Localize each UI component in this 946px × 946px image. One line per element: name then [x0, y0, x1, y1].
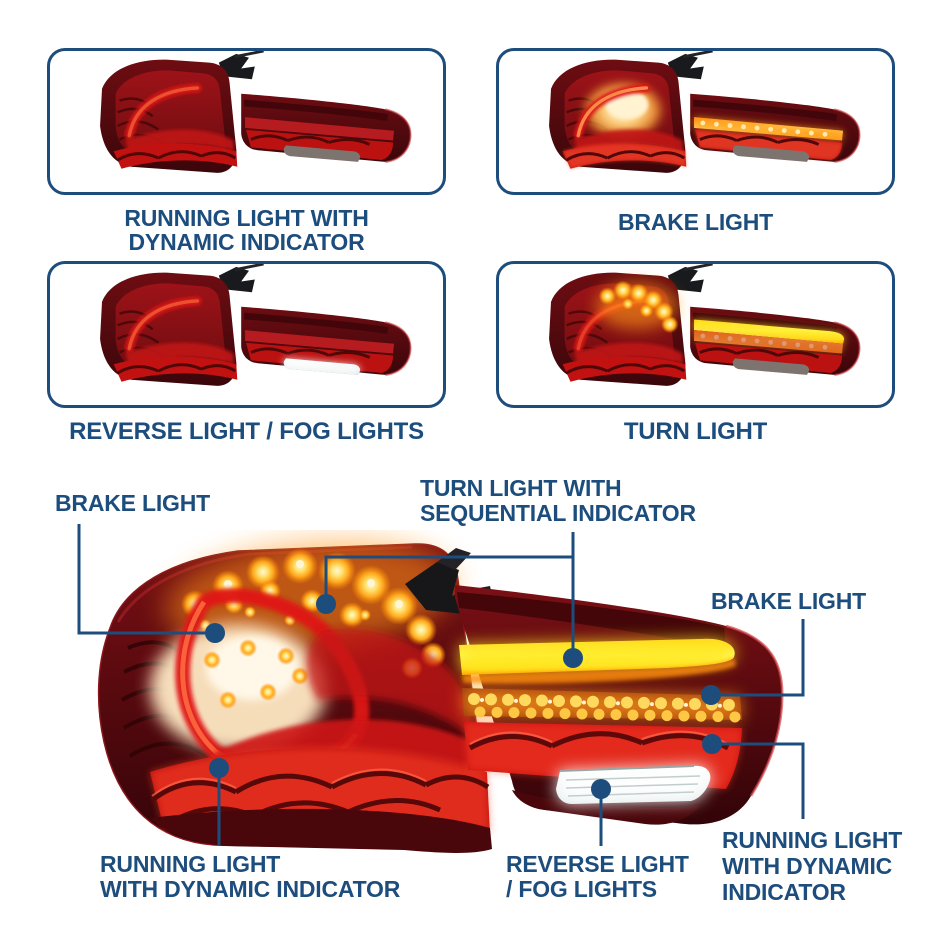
tail-light-photo-running-light	[64, 51, 432, 192]
gallery-caption-running-light: RUNNING LIGHT WITH DYNAMIC INDICATOR	[47, 206, 446, 254]
callout-line-text: TURN LIGHT WITH	[420, 475, 622, 501]
callout-line-text: BRAKE LIGHT	[55, 490, 210, 516]
callout-label-brake-light-right: BRAKE LIGHT	[711, 589, 866, 614]
callout-line-text: WITH DYNAMIC	[722, 853, 893, 879]
callout-line-text: INDICATOR	[722, 879, 846, 905]
caption-line: RUNNING LIGHT WITH	[124, 205, 369, 231]
gallery-caption-turn-light: TURN LIGHT	[496, 420, 895, 444]
callout-label-running-light-left: RUNNING LIGHT WITH DYNAMIC INDICATOR	[100, 852, 400, 902]
tail-light-illustration	[549, 264, 861, 386]
tail-light-photo-turn-light	[513, 264, 881, 405]
tail-light-illustration	[100, 264, 412, 386]
gallery-caption-brake-light: BRAKE LIGHT	[496, 210, 895, 234]
callout-label-turn-sequential: TURN LIGHT WITH SEQUENTIAL INDICATOR	[420, 476, 696, 526]
callout-line-text: WITH DYNAMIC INDICATOR	[100, 876, 401, 902]
callout-label-reverse-fog: REVERSE LIGHT / FOG LIGHTS	[506, 852, 689, 902]
tail-light-illustration	[100, 51, 412, 173]
tail-light-illustration	[549, 51, 861, 173]
caption-line: BRAKE LIGHT	[618, 209, 773, 235]
callout-line-text: / FOG LIGHTS	[506, 876, 657, 902]
gallery-box-brake-light	[496, 48, 895, 195]
gallery-box-reverse-fog-light	[47, 261, 446, 408]
diagram-photo-tail-light-closeup	[97, 539, 784, 853]
callout-line-text: REVERSE LIGHT	[506, 851, 689, 877]
callout-label-running-light-right: RUNNING LIGHT WITH DYNAMIC INDICATOR	[722, 827, 902, 905]
gallery-caption-reverse-fog-light: REVERSE LIGHT / FOG LIGHTS	[47, 420, 446, 444]
callout-label-brake-light-left: BRAKE LIGHT	[55, 491, 210, 516]
tail-light-photo-brake-light	[513, 51, 881, 192]
callout-line-text: RUNNING LIGHT	[722, 827, 903, 853]
caption-line: TURN LIGHT	[623, 418, 768, 445]
callout-line-text: BRAKE LIGHT	[711, 588, 866, 614]
caption-line: REVERSE LIGHT / FOG LIGHTS	[69, 418, 424, 445]
gallery-box-running-light	[47, 48, 446, 195]
caption-line: DYNAMIC INDICATOR	[128, 229, 365, 255]
tail-light-photo-reverse-fog-light	[64, 264, 432, 405]
callout-line-text: SEQUENTIAL INDICATOR	[420, 500, 696, 526]
callout-line-text: RUNNING LIGHT	[100, 851, 281, 877]
gallery-box-turn-light	[496, 261, 895, 408]
